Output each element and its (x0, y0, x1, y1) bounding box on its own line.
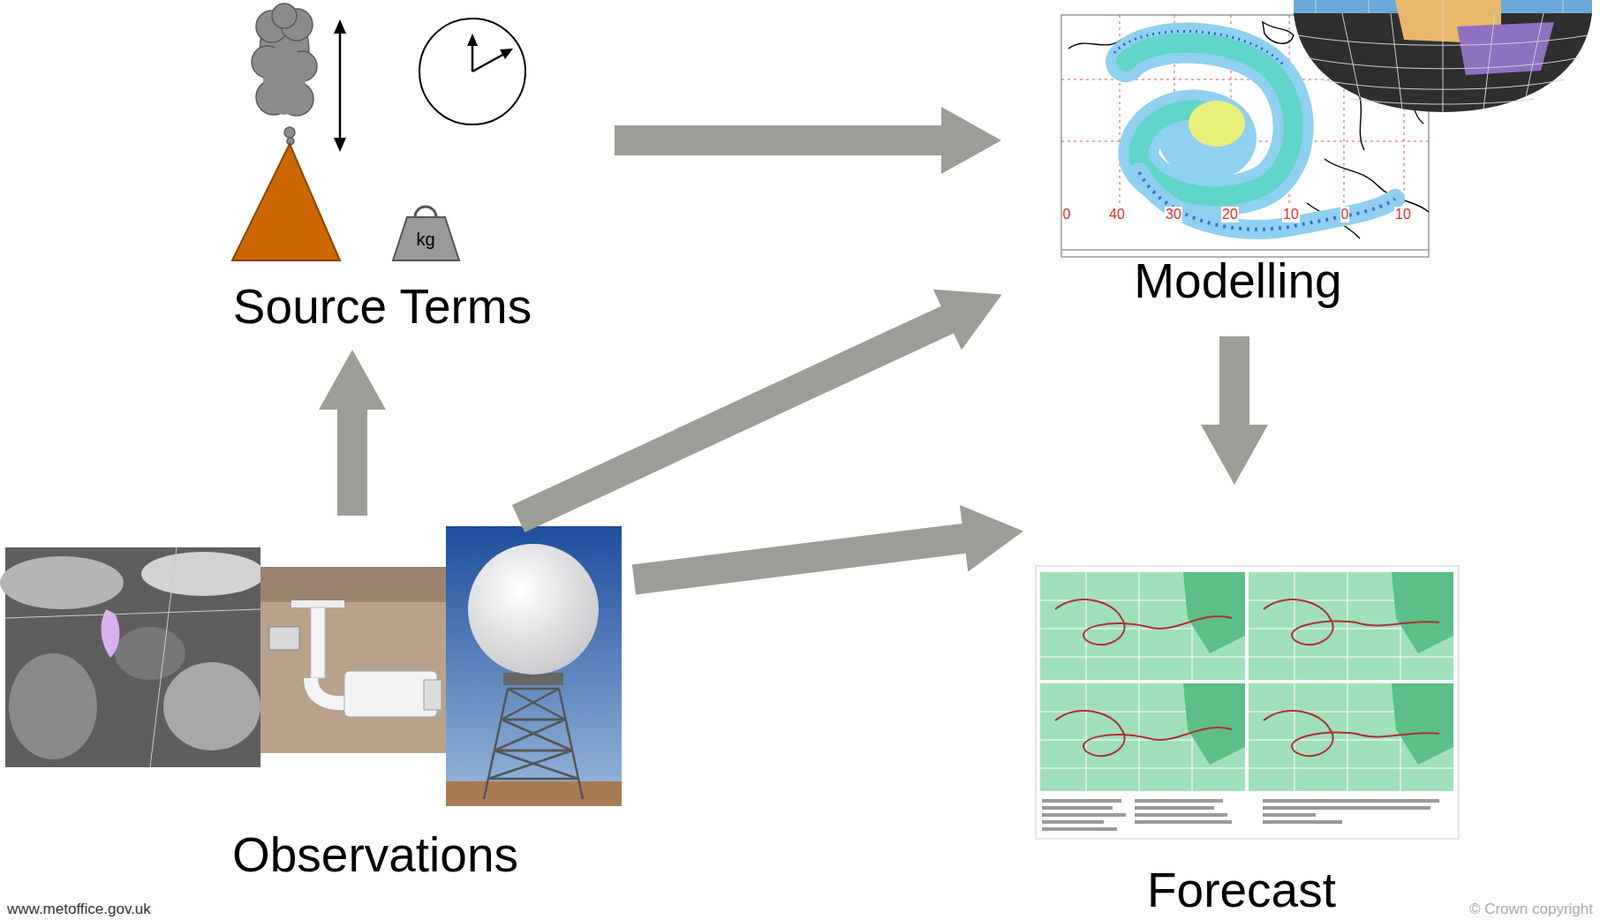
weight-unit: kg (415, 229, 435, 250)
flow-arrow (318, 349, 386, 516)
height-arrow (333, 19, 347, 152)
axis-number: 10 (1394, 206, 1412, 223)
labelled-illustration: Modelling (1006, 4, 1594, 332)
axis-number: 0 (1340, 206, 1351, 223)
node-label: Modelling (1133, 254, 1342, 309)
axis-number: 40 (1108, 206, 1126, 223)
node-label: Forecast (1147, 863, 1336, 918)
labelled-illustration: Observations (4, 520, 629, 919)
camera-photo (260, 566, 446, 754)
node-label: Observations (232, 828, 519, 883)
copyright-note: © Crown copyright (1469, 900, 1593, 919)
labelled-illustration: Forecast (1028, 490, 1466, 919)
clock (419, 18, 526, 125)
axis-number: 10 (1282, 206, 1300, 223)
flow-arrow (614, 106, 1002, 174)
weight (392, 206, 460, 261)
flow-arrow (1200, 336, 1268, 485)
axis-number: 0 (1062, 206, 1072, 223)
node-label: Source Terms (233, 279, 532, 334)
axis-number: 20 (1221, 206, 1239, 223)
axis-number: 30 (1164, 206, 1183, 223)
radar-photo (445, 526, 622, 807)
forecast-chart (1035, 566, 1459, 839)
flow-arrow (632, 505, 1024, 595)
footer-url: www.metoffice.gov.uk (7, 900, 151, 919)
ash-cloud (263, 44, 306, 145)
satellite-image (0, 547, 265, 768)
model-grid-globe (1293, 0, 1593, 113)
volcano (232, 143, 340, 261)
ash-cloud (251, 3, 317, 116)
labelled-illustration: Source Terms (203, 4, 610, 345)
flow-arrow (512, 289, 1003, 533)
